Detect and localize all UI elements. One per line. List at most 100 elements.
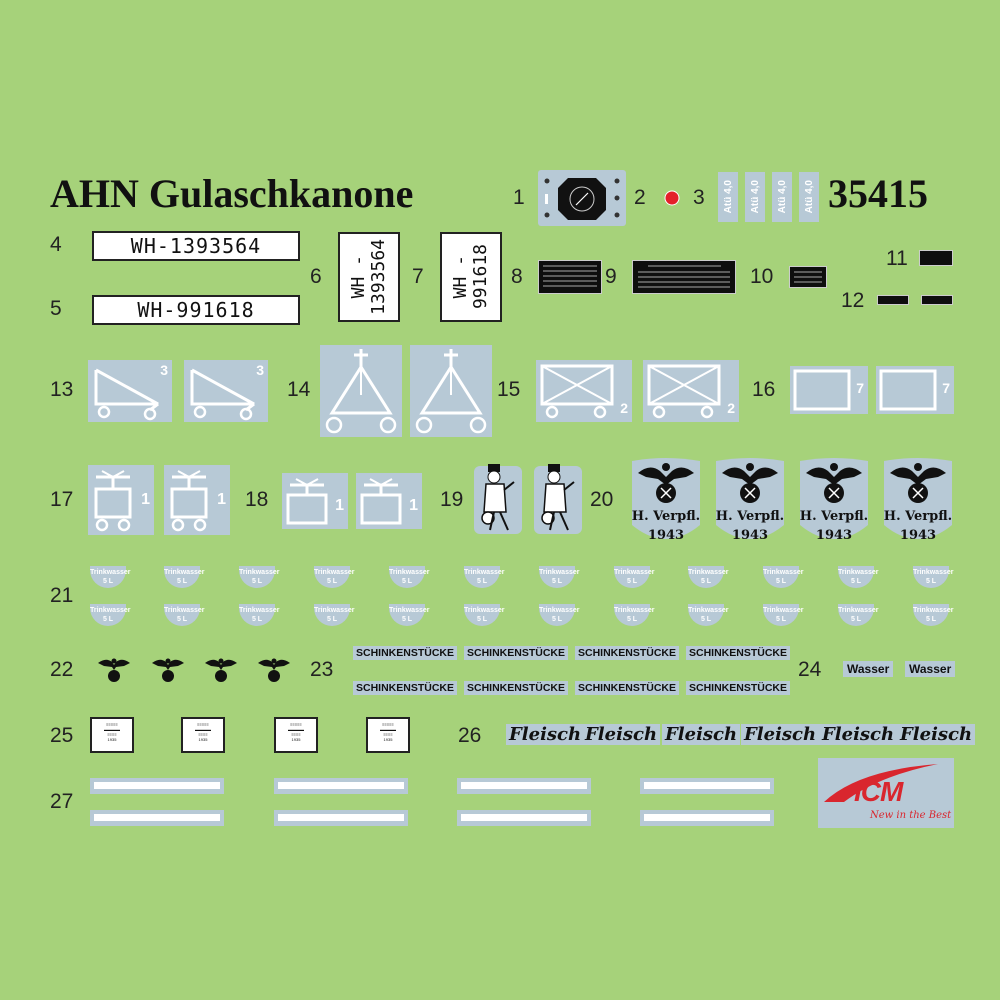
fleisch-label-decal: Fleisch <box>662 724 741 745</box>
marker-digit: 3 <box>256 362 264 378</box>
schinken-label-decal: SCHINKENSTÜCKE <box>575 681 680 695</box>
trailer-front-marking-decal <box>320 345 402 437</box>
shield-year: 1943 <box>647 528 685 543</box>
decal-number-13: 13 <box>50 378 74 401</box>
marker-digit: 2 <box>620 400 628 416</box>
product-code: 35415 <box>828 171 928 216</box>
box-trailer-marking-decal: 2 <box>536 360 632 422</box>
marker-digit: 3 <box>160 362 168 378</box>
trailer-marking-decal: 3 <box>88 360 172 422</box>
sheet-title: AHN Gulaschkanone <box>50 171 414 216</box>
shield-year: 1943 <box>731 528 769 543</box>
decal-number-26: 26 <box>458 724 482 747</box>
schinken-label-decal: SCHINKENSTÜCKE <box>464 646 569 660</box>
plate-line: 991618 <box>470 244 491 310</box>
license-plate-decal: WH-1393564 <box>92 231 300 261</box>
decal-number-7: 7 <box>412 265 424 288</box>
fleisch-label-decal: Fleisch <box>741 724 820 745</box>
decal-number-24: 24 <box>798 658 822 681</box>
white-stripe-decal <box>457 778 591 794</box>
rectangle-marking-decal: 7 <box>790 366 868 414</box>
decal-number-16: 16 <box>752 378 776 401</box>
decal-number-22: 22 <box>50 658 74 681</box>
decal-number-14: 14 <box>287 378 311 401</box>
marker-digit: 1 <box>141 491 150 508</box>
decal-number-2: 2 <box>634 186 646 209</box>
white-stripe-decal <box>90 778 224 794</box>
white-stripe-decal <box>274 810 408 826</box>
antenna-box-marking-decal: 1 <box>282 473 348 529</box>
icm-slogan: New in the Best <box>870 810 952 821</box>
fleisch-label-decal: Fleisch <box>582 724 661 745</box>
document-label-decal: ≡≡≡≡≡▬▬▬▬≡≡≡≡1935 <box>274 717 318 753</box>
fleisch-label-decal: Fleisch <box>897 724 976 745</box>
rectangle-marking-decal: 7 <box>876 366 954 414</box>
small-eagle-icon <box>96 655 132 690</box>
small-eagle-icon <box>203 655 239 690</box>
decal-number-25: 25 <box>50 724 74 747</box>
eagle-shield-decal: H. Verpfl. 1943 <box>630 455 702 550</box>
schinken-label-decal: SCHINKENSTÜCKE <box>575 646 680 660</box>
marker-digit: 1 <box>335 497 344 514</box>
marker-digit: 7 <box>942 380 950 396</box>
decal-number-6: 6 <box>310 265 322 288</box>
document-label-decal: ≡≡≡≡≡▬▬▬▬≡≡≡≡1935 <box>181 717 225 753</box>
box-trailer-marking-decal: 2 <box>643 360 739 422</box>
marker-digit: 2 <box>727 400 735 416</box>
cartoon-cook-icon <box>530 460 586 543</box>
decal-number-17: 17 <box>50 488 74 511</box>
decal-number-3: 3 <box>693 186 705 209</box>
antenna-trailer-marking-decal: 1 <box>164 465 230 535</box>
schinken-label-decal: SCHINKENSTÜCKE <box>686 681 791 695</box>
schinken-label-decal: SCHINKENSTÜCKE <box>353 646 458 660</box>
marker-digit: 1 <box>409 497 418 514</box>
decal-number-23: 23 <box>310 658 334 681</box>
eagle-shield-decal: H. Verpfl. 1943 <box>798 455 870 550</box>
pressure-label-decal: Atü 4,0 <box>718 172 738 222</box>
shield-line: H. Verpfl. <box>799 509 869 524</box>
decal-number-5: 5 <box>50 297 62 320</box>
white-stripe-decal <box>640 810 774 826</box>
vertical-license-plate-decal: WH - 991618 <box>440 232 502 322</box>
antenna-trailer-marking-decal: 1 <box>88 465 154 535</box>
gauge-panel-decal <box>538 170 626 231</box>
shield-line: H. Verpfl. <box>715 509 785 524</box>
data-plate-decal <box>538 260 602 294</box>
trailer-marking-decal: 3 <box>184 360 268 422</box>
tiny-plate-decal <box>921 295 953 305</box>
small-eagle-icon <box>150 655 186 690</box>
white-stripe-decal <box>274 778 408 794</box>
antenna-box-marking-decal: 1 <box>356 473 422 529</box>
tiny-plate-decal <box>919 250 953 266</box>
shield-year: 1943 <box>815 528 853 543</box>
eagle-shield-decal: H. Verpfl. 1943 <box>882 455 954 550</box>
icm-logo: ICM New in the Best <box>818 758 954 828</box>
tiny-plate-decal <box>877 295 909 305</box>
shield-year: 1943 <box>899 528 937 543</box>
plate-line: 1393564 <box>368 239 389 315</box>
document-label-decal: ≡≡≡≡≡▬▬▬▬≡≡≡≡1935 <box>366 717 410 753</box>
schinken-label-decal: SCHINKENSTÜCKE <box>686 646 791 660</box>
decal-number-18: 18 <box>245 488 269 511</box>
decal-number-8: 8 <box>511 265 523 288</box>
marker-digit: 1 <box>217 491 226 508</box>
shield-line: H. Verpfl. <box>883 509 953 524</box>
decal-number-27: 27 <box>50 790 74 813</box>
plate-line: WH - <box>450 255 471 299</box>
small-eagle-icon <box>256 655 292 690</box>
